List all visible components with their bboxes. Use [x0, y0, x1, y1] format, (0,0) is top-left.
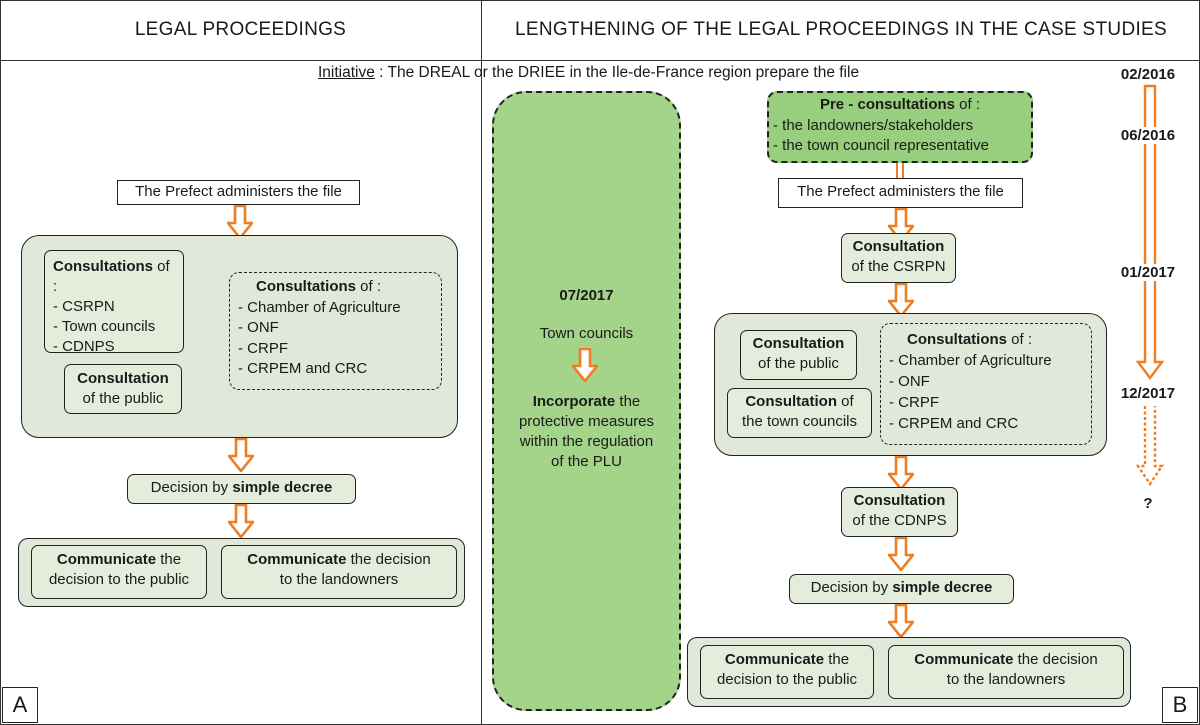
incorporate-rest: within the regulation — [519, 433, 654, 450]
communicate-rest: to the landowners — [946, 671, 1066, 688]
communicate-rest: the — [156, 551, 182, 568]
initiative-text: : The DREAL or the DRIEE in the Ile-de-F… — [374, 64, 860, 81]
consultations-box-a: Consultations of : - CSRPN - Town counci… — [44, 250, 184, 355]
csrpn-title: Consultation — [852, 238, 945, 255]
header-divider — [0, 60, 1200, 61]
list-item: - Chamber of Agriculture — [238, 298, 401, 316]
arrow-icon — [227, 205, 253, 239]
plu-incorporate: Incorporate the protective measures with… — [494, 392, 679, 472]
cdnps-consultation: Consultation of the CDNPS — [841, 487, 958, 537]
column-divider — [481, 0, 482, 725]
communicate-public-b: Communicate the decision to the public — [700, 645, 874, 699]
town-consultation-b: Consultation of the town councils — [727, 388, 872, 438]
initiative-label: Initiative — [318, 64, 375, 81]
public-title: Consultation — [77, 370, 169, 387]
plu-town-councils: Town councils — [539, 325, 634, 342]
dashed-of: of : — [1007, 331, 1033, 348]
header-right: LENGTHENING OF THE LEGAL PROCEEDINGS IN … — [514, 19, 1168, 40]
arrow-icon — [888, 283, 914, 317]
timeline-date: 06/2016 — [1108, 127, 1188, 144]
header-left: LEGAL PROCEEDINGS — [134, 19, 347, 40]
plu-column — [492, 91, 681, 711]
list-item: - ONF — [238, 319, 279, 336]
timeline-date: 12/2017 — [1108, 385, 1188, 402]
public-consultation-b: Consultation of the public — [740, 330, 857, 380]
communicate-public-a: Communicate the decision to the public — [31, 545, 207, 599]
decision-box-a: Decision by simple decree — [127, 474, 356, 504]
cdnps-title: Consultation — [853, 492, 946, 509]
list-item: - ONF — [889, 373, 930, 390]
incorporate-rest: of the PLU — [551, 453, 622, 470]
arrow-icon — [888, 537, 914, 571]
communicate-rest: decision to the public — [716, 671, 858, 688]
dashed-title: Consultations — [256, 278, 356, 295]
public-consultation-a: Consultation of the public — [64, 364, 182, 414]
arrow-icon — [228, 438, 254, 472]
consultations-of: of : — [53, 258, 170, 295]
communicate-bold: Communicate — [724, 651, 825, 668]
decision-text: Decision by — [810, 579, 893, 596]
pre-of: of : — [955, 96, 981, 113]
list-item: - Chamber of Agriculture — [889, 352, 1052, 369]
communicate-rest: decision to the public — [48, 571, 190, 588]
communicate-bold: Communicate — [914, 651, 1014, 668]
list-item: - the town council representative — [773, 137, 989, 154]
incorporate-rest: protective measures — [518, 413, 655, 430]
town-of: of — [836, 393, 854, 410]
decision-text: Decision by — [150, 479, 233, 496]
dashed-consultations-a: Consultations of : - Chamber of Agricult… — [229, 272, 442, 390]
communicate-landowners-b: Communicate the decision to the landowne… — [888, 645, 1124, 699]
town-rest: the town councils — [741, 413, 858, 430]
list-item: - CRPF — [889, 394, 939, 411]
cdnps-rest: of the CDNPS — [852, 512, 947, 529]
incorporate-rest: the — [615, 393, 641, 410]
list-item: - CDNPS — [53, 338, 115, 355]
pre-consultations-box: Pre - consultations of : - the landowner… — [767, 91, 1033, 163]
list-item: - the landowners/stakeholders — [773, 116, 974, 134]
timeline-date: 01/2017 — [1108, 264, 1188, 281]
decision-bold: simple decree — [892, 579, 993, 596]
communicate-rest: the decision — [346, 551, 431, 568]
communicate-rest: the — [824, 651, 850, 668]
dashed-of: of : — [356, 278, 382, 295]
communicate-rest: to the landowners — [279, 571, 399, 588]
communicate-rest: the decision — [1013, 651, 1098, 668]
plu-date: 07/2017 — [559, 287, 614, 304]
dashed-consultations-b: Consultations of : - Chamber of Agricult… — [880, 323, 1092, 445]
public-rest: of the public — [758, 355, 839, 372]
town-title: Consultation — [745, 393, 837, 410]
list-item: - CRPEM and CRC — [238, 360, 368, 377]
pre-title: Pre - consultations — [819, 96, 955, 113]
communicate-landowners-a: Communicate the decision to the landowne… — [221, 545, 457, 599]
dashed-title: Consultations — [907, 331, 1007, 348]
decision-bold: simple decree — [232, 479, 333, 496]
prefect-box-a: The Prefect administers the file — [117, 180, 360, 205]
incorporate-bold: Incorporate — [532, 393, 616, 410]
list-item: - Town councils — [53, 318, 156, 335]
public-rest: of the public — [82, 390, 164, 407]
decision-box-b: Decision by simple decree — [789, 574, 1014, 604]
timeline-date: 02/2016 — [1108, 66, 1188, 83]
panel-letter-b: B — [1162, 687, 1198, 723]
arrow-icon — [888, 604, 914, 638]
list-item: - CRPF — [238, 339, 288, 357]
communicate-bold: Communicate — [247, 551, 347, 568]
list-item: - CSRPN — [53, 298, 115, 315]
consultations-title: Consultations — [53, 258, 153, 275]
communicate-bold: Communicate — [56, 551, 157, 568]
prefect-box-b: The Prefect administers the file — [778, 178, 1023, 208]
csrpn-consultation: Consultation of the CSRPN — [841, 233, 956, 283]
arrow-icon — [228, 504, 254, 538]
connector-icon — [896, 163, 904, 178]
initiative-line: Initiative : The DREAL or the DRIEE in t… — [318, 63, 938, 83]
arrow-icon — [572, 348, 598, 382]
public-title: Consultation — [752, 335, 845, 352]
panel-letter-a: A — [2, 687, 38, 723]
timeline-unknown: ? — [1143, 495, 1153, 512]
list-item: - CRPEM and CRC — [889, 415, 1019, 432]
arrow-icon — [888, 456, 914, 490]
csrpn-rest: of the CSRPN — [851, 258, 946, 275]
